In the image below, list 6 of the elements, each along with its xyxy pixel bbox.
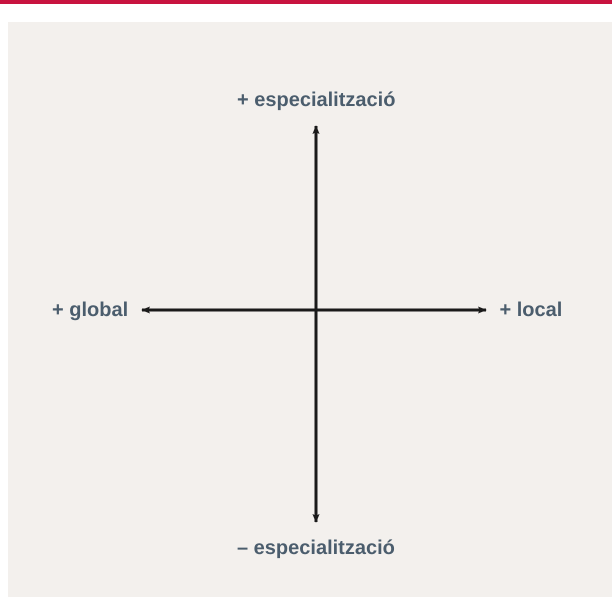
axis-label: + local — [500, 298, 562, 322]
axis-label: + especialització — [237, 88, 396, 112]
double-arrow — [312, 125, 320, 523]
axis-label: + global — [52, 298, 128, 322]
axis-label: – especialització — [237, 536, 395, 560]
double-arrow — [141, 306, 487, 314]
